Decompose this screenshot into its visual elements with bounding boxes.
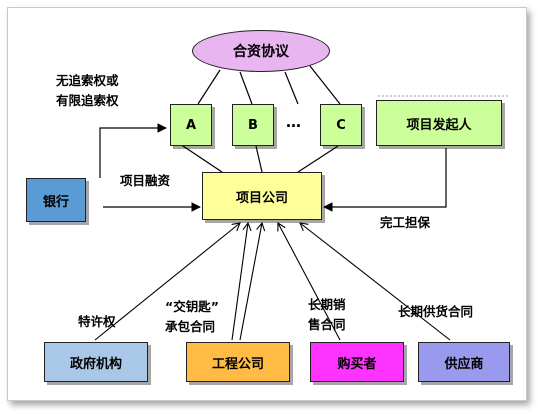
line-b-company [255,145,263,173]
buyer-box: 购买者 [310,342,404,382]
bank-box: 银行 [26,178,86,222]
label-turnkey-1: “交钥匙” [165,299,219,314]
government-box: 政府机构 [44,342,148,382]
line-a-company [179,143,223,173]
line-c-company [297,145,339,173]
label-longterm-supply: 长期供货合同 [398,304,474,319]
label-recourse-1: 无追索权或 [56,73,119,88]
agreement-ellipse: 合资协议 [192,30,330,72]
supplier-box: 供应商 [418,342,510,382]
line-agreement-c [309,65,341,105]
line-agreement-dots [284,71,299,105]
label-longterm-sales-2: 售合同 [308,317,346,332]
label-completion-guarantee: 完工担保 [380,215,431,230]
shareholder-ellipsis: … [286,113,301,131]
shareholder-a: A [170,104,212,146]
arrow-buyer [277,222,341,341]
label-recourse-2: 有限追索权 [56,93,119,108]
arrow-engineering [231,221,252,341]
line-agreement-b [239,71,253,105]
label-franchise: 特许权 [78,314,116,329]
arrow-government [94,222,241,341]
arrow-sponsor-guarantee [323,148,447,212]
label-longterm-sales-1: 长期销 [308,297,346,312]
shareholder-b: B [232,104,274,146]
sponsor-box: 项目发起人 [376,100,502,146]
shareholder-c: C [320,104,362,146]
engineering-box: 工程公司 [186,342,290,382]
arrow-bank-recourse [99,123,167,178]
label-financing: 项目融资 [120,173,171,188]
arrow-supplier [299,222,451,341]
project-company-box: 项目公司 [202,172,322,220]
label-turnkey-2: 承包合同 [165,319,216,334]
line-agreement-a [197,69,221,105]
arrow-engineering-2 [239,221,266,341]
